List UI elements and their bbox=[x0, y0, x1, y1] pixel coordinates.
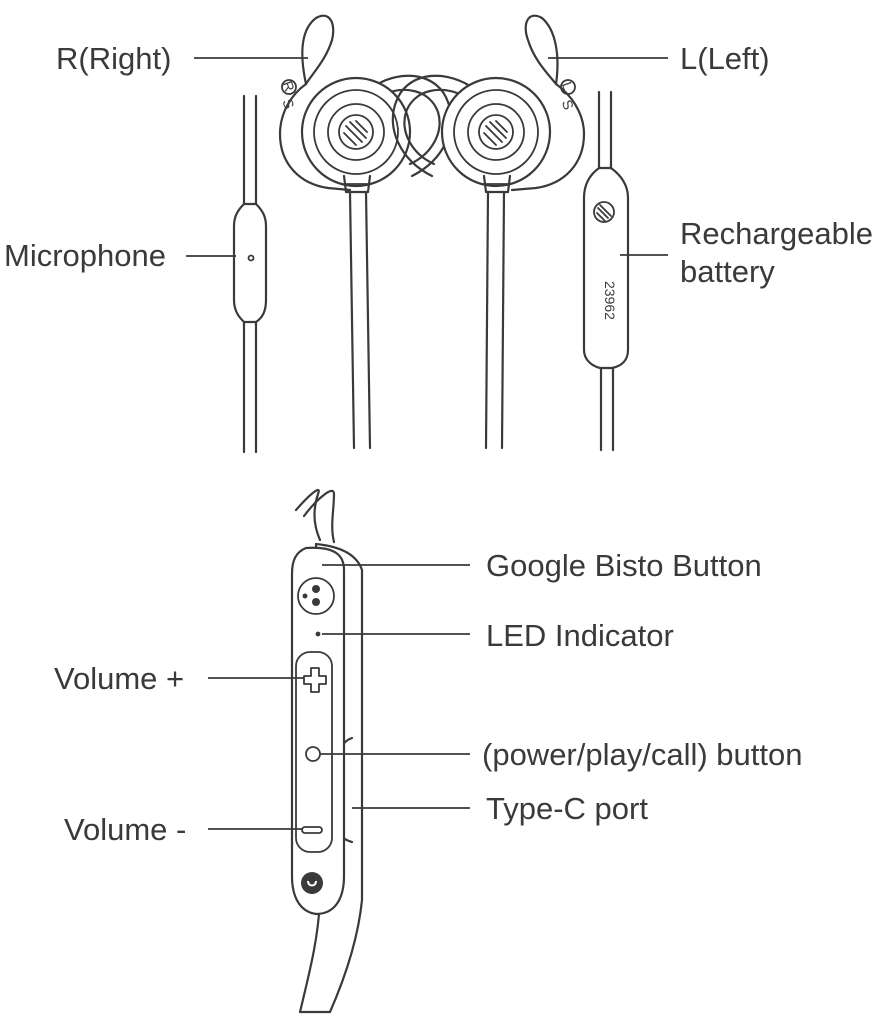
earbud-left-icon: L S bbox=[391, 14, 586, 450]
label-microphone: Microphone bbox=[4, 238, 166, 273]
label-bisto-button: Google Bisto Button bbox=[486, 548, 762, 583]
label-typec-port: Type-C port bbox=[486, 791, 648, 826]
label-right: R(Right) bbox=[56, 41, 171, 76]
label-power-button: (power/play/call) button bbox=[482, 737, 803, 772]
label-volume-down: Volume - bbox=[64, 812, 186, 847]
label-led-indicator: LED Indicator bbox=[486, 618, 674, 653]
left-s-mark: S bbox=[559, 98, 577, 112]
earbud-right-icon: R S bbox=[278, 14, 453, 450]
battery-pod-icon: 23962 bbox=[582, 90, 630, 452]
battery-model-mark: 23962 bbox=[602, 281, 618, 320]
microphone-icon bbox=[232, 94, 268, 454]
label-battery-line2: battery bbox=[680, 254, 775, 289]
label-left: L(Left) bbox=[680, 41, 770, 76]
right-s-mark: S bbox=[279, 97, 297, 111]
control-module-icon bbox=[290, 488, 364, 1014]
label-volume-up: Volume + bbox=[54, 661, 184, 696]
label-battery-line1: Rechargeable bbox=[680, 216, 873, 251]
